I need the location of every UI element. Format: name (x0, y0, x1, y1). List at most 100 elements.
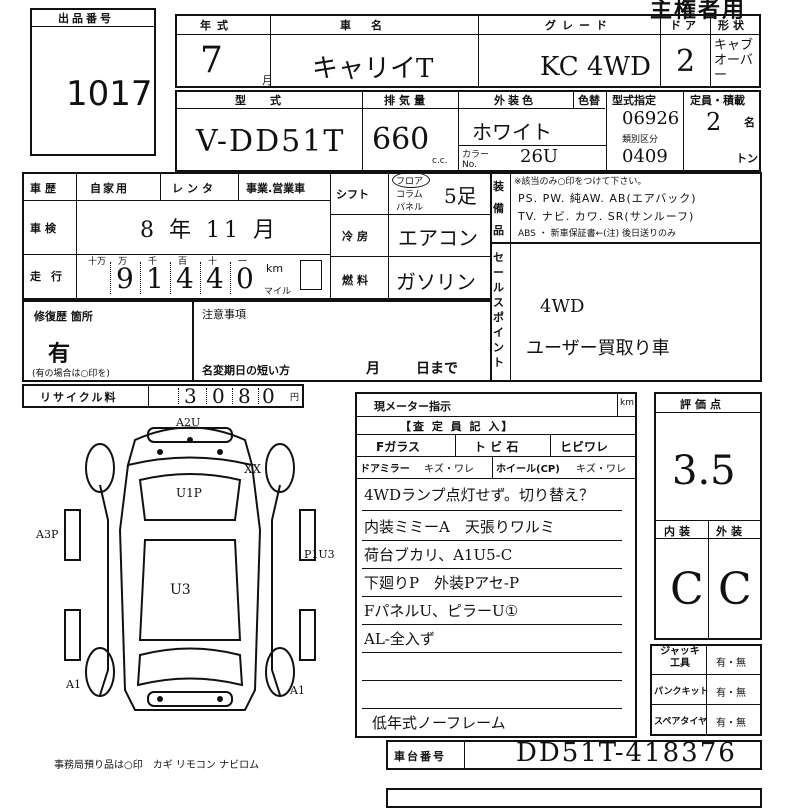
equipment-line-3: ABS ・ 新車保証書←(注) 後日送りのみ (518, 229, 677, 239)
history-option-business: 事業.営業車 (246, 182, 306, 195)
mileage-digit: 4 (206, 262, 224, 295)
exterior-grade: C (718, 564, 752, 615)
history-option-private: 自家用 (90, 182, 129, 195)
inspector-block (355, 392, 637, 738)
load-unit: トン (736, 152, 758, 165)
inspector-note: 荷台ブカリ、A1U5-C (364, 546, 513, 564)
damage-mark: P1U3 (304, 548, 335, 561)
bottom-box (386, 788, 762, 808)
name-change-day: 日まで (416, 361, 458, 377)
notice-label: 注意事項 (202, 308, 246, 321)
page-title: 主権者用 (650, 0, 747, 23)
damage-mark: A2U (176, 416, 201, 429)
lot-number: 1017 (66, 74, 153, 114)
wheel-label: ホイール(CP) (496, 464, 560, 475)
ac-label: 冷房 (342, 230, 372, 243)
recycle-cells: 3 0 8 0 (184, 384, 275, 408)
name-change-label: 名変期日の短い方 (202, 364, 290, 377)
inspection-label: 車検 (30, 222, 60, 235)
seats-unit: 名 (744, 116, 755, 129)
type-designation-value: 06926 (622, 108, 680, 129)
shift-option-panel: パネル (396, 203, 424, 213)
color-no-label: カラーNo. (462, 150, 490, 170)
chip-label: ト ビ 石 (474, 440, 519, 454)
color-change-label: 色替 (578, 94, 600, 107)
mileage-digit: 0 (236, 262, 254, 295)
model-value: V-DD51T (196, 124, 346, 159)
sales-point-label: セールスポイント (493, 251, 504, 369)
class-no-value: 0409 (622, 146, 668, 167)
class-no-label: 類別区分 (622, 135, 659, 145)
make-label: 車名 (340, 19, 402, 32)
inspector-note: 4WDランプ点灯せず。切り替え？ (364, 486, 595, 504)
interior-grade: C (670, 564, 704, 615)
month-unit: 月 (262, 74, 273, 87)
repair-label: 修復歴 箇所 (34, 310, 93, 323)
mirror-options: キズ・ワレ (424, 464, 474, 475)
damage-mark: U1P (176, 486, 202, 500)
chassis-block (386, 740, 762, 770)
shape-value: キャブオーバー (714, 38, 754, 83)
interior-label: 内装 (664, 525, 694, 538)
model-row (175, 90, 761, 172)
windshield-label: Fガラス (376, 440, 420, 454)
car-damage-diagram (64, 426, 316, 711)
mileage-digit: 9 (116, 262, 134, 295)
inspector-section-title: 【査 定 員 記 入】 (400, 420, 515, 433)
damage-mark: A1 (66, 678, 81, 691)
damage-mark: XX (244, 462, 262, 476)
damage-mark: A3P (36, 528, 59, 541)
crack-label: ヒビワレ (560, 440, 609, 454)
ext-color-value: ホワイト (472, 120, 552, 144)
recycle-block (22, 384, 304, 408)
type-designation-label: 型式指定 (612, 94, 656, 107)
color-no-value: 26U (520, 146, 559, 167)
mileage-digit: 1 (146, 262, 164, 295)
damage-mark: U3 (170, 582, 191, 598)
fuel-label: 燃料 (342, 274, 372, 287)
exterior-label: 外装 (716, 525, 746, 538)
equipment-line-2: TV. ナビ. カワ. SR(サンルーフ) (518, 210, 695, 223)
puncture-label: パンクキット (654, 687, 709, 697)
model-label: 型式 (235, 94, 305, 107)
lot-label: 出品番号 (58, 12, 114, 25)
inspector-note: FパネルU、ピラーU① (364, 602, 519, 620)
door-value: 2 (676, 44, 696, 79)
wheel-options: キズ・ワレ (576, 464, 626, 475)
inspector-note: 下廻りP 外装Pアセ-P (364, 574, 520, 592)
inspector-note: AL-全入ず (364, 630, 435, 648)
year-label: 年式 (200, 19, 234, 32)
meter-label: 現メーター指示 (374, 400, 451, 413)
mile-checkbox[interactable] (300, 260, 322, 290)
sales-point-line-2: ユーザー買取り車 (526, 338, 670, 359)
sales-point-block (490, 242, 762, 382)
equipment-note: ※該当のみ○印をつけて下さい。 (514, 177, 647, 187)
capacity-label: 定員・積載 (690, 94, 745, 107)
inspector-bottom-note: 低年式ノーフレーム (372, 714, 506, 732)
inspection-value: 8 年 11 月 (140, 218, 279, 243)
chassis-value: DD51T-418376 (516, 738, 737, 768)
lot-number-box (30, 8, 156, 156)
fuel-value: ガソリン (396, 270, 476, 294)
history-label: 車歴 (30, 182, 60, 195)
mirror-label: ドアミラー (360, 464, 410, 475)
repair-value: 有 (48, 342, 71, 367)
door-label: ドア (670, 19, 700, 32)
km-unit: km (266, 262, 284, 275)
chassis-label: 車台番号 (394, 750, 446, 763)
mile-unit: マイル (264, 287, 292, 297)
repair-block (22, 300, 492, 382)
equipment-label: 装備品 (493, 180, 504, 237)
spare-option: 有・無 (716, 718, 746, 729)
mileage-digit: 4 (176, 262, 194, 295)
jack-label: ジャッキ工具 (660, 646, 700, 669)
shift-circle (392, 172, 430, 188)
grade-label: 評価点 (680, 398, 725, 411)
year-value: 7 (200, 40, 223, 81)
mileage-cells: 十万 万 千 百 十 一 9 1 4 4 0 (88, 257, 254, 295)
inspector-note: 内装ミミーA 天張りワルミ (364, 518, 555, 536)
displacement-value: 660 (372, 122, 430, 157)
shift-option-column: コラム (396, 190, 423, 200)
cc-unit: c.c. (432, 156, 448, 166)
grade-value: KC 4WD (540, 52, 651, 82)
